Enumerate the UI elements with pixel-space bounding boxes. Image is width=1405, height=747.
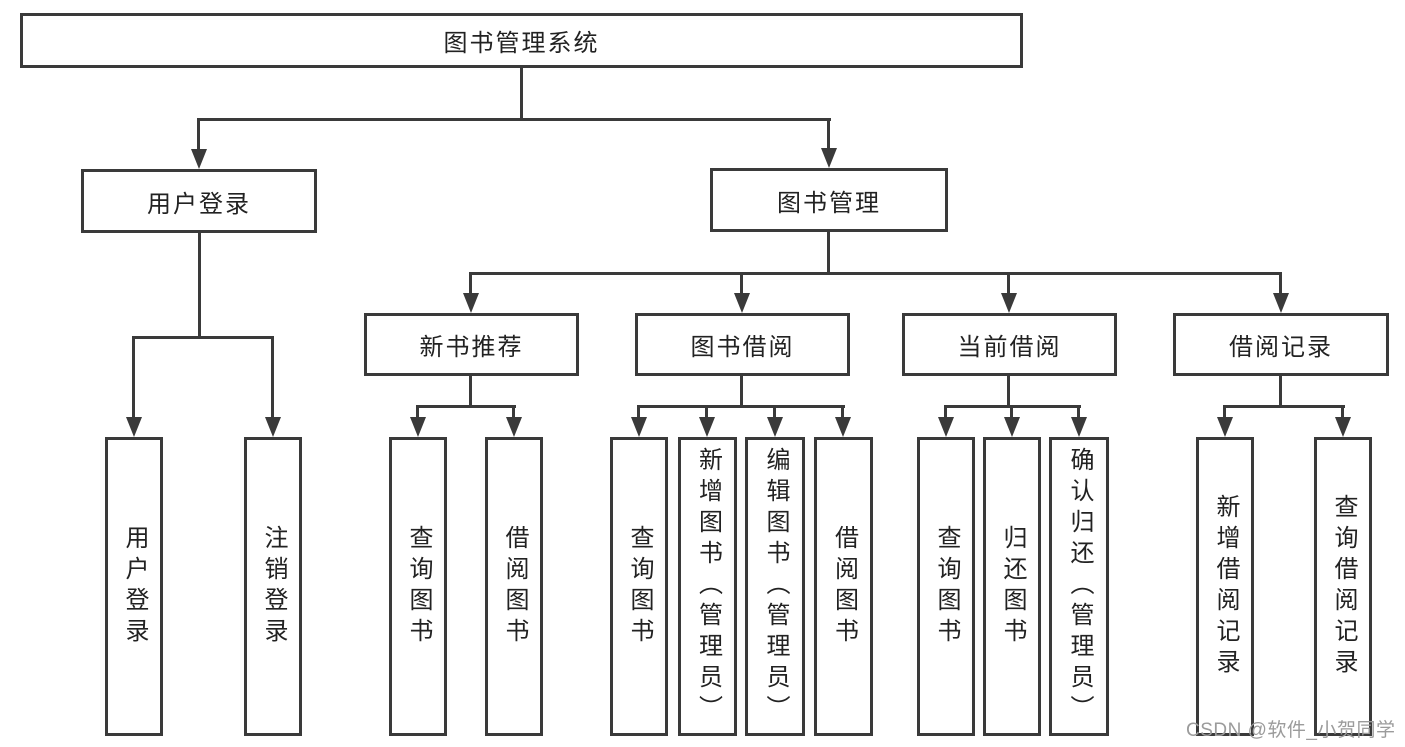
connector-shaft [512,405,515,419]
node-leaf-confirm-return-admin: 确认归还（管理员） [1049,437,1109,736]
node-leaf-return-books: 归还图书 [983,437,1041,736]
leaf-label: 用户登录 [121,524,148,649]
connector-newrec-branch [416,405,516,408]
node-book-borrowing: 图书借阅 [635,313,850,376]
connector-book-mgmt-feed [827,230,830,274]
node-leaf-add-books-admin: 新增图书（管理员） [678,437,737,736]
arrow-down [191,149,207,169]
node-leaf-query-borrow-record: 查询借阅记录 [1314,437,1372,736]
node-current-borrowing: 当前借阅 [902,313,1117,376]
leaf-label: 借阅图书 [501,524,528,649]
connector-shaft [827,118,830,152]
connector-shaft [416,405,419,419]
leaf-label: 查询图书 [405,524,432,649]
connector-root-feed [520,65,523,119]
connector-current-feed [1007,374,1010,407]
connector-shaft [841,405,844,419]
leaf-label: 新增借阅记录 [1212,493,1239,680]
node-user-login: 用户登录 [81,169,317,233]
node-book-management: 图书管理 [710,168,948,232]
arrow-down [1004,417,1020,437]
node-leaf-borrow-books: 借阅图书 [814,437,873,736]
arrow-down [1217,417,1233,437]
arrow-down [699,417,715,437]
leaf-label: 查询图书 [626,524,653,649]
leaf-label: 编辑图书（管理员） [762,447,789,726]
connector-user-login-feed [198,231,201,337]
connector-borrow-branch [637,405,845,408]
connector-records-feed [1279,374,1282,407]
connector-shaft [1341,405,1344,419]
arrow-down [835,417,851,437]
node-borrowing-records: 借阅记录 [1173,313,1389,376]
connector-borrow-feed [740,374,743,407]
arrow-down [1071,417,1087,437]
leaf-label: 借阅图书 [830,524,858,649]
connector-shaft [197,118,200,152]
leaf-label: 查询图书 [933,524,960,649]
connector-shaft [705,405,708,419]
node-leaf-borrow-books-newrec: 借阅图书 [485,437,543,736]
arrow-down [734,293,750,313]
connector-newrec-feed [469,374,472,407]
arrow-down [821,148,837,168]
node-leaf-query-books-borrow: 查询图书 [610,437,668,736]
leaf-label: 归还图书 [999,524,1026,649]
node-leaf-edit-books-admin: 编辑图书（管理员） [745,437,805,736]
node-root-library-system: 图书管理系统 [20,13,1023,68]
connector-shaft [944,405,947,419]
node-leaf-add-borrow-record: 新增借阅记录 [1196,437,1254,736]
arrow-down [1273,293,1289,313]
connector-shaft [637,405,640,419]
connector-shaft [1007,272,1010,296]
node-new-book-recommend: 新书推荐 [364,313,579,376]
arrow-down [126,417,142,437]
connector-shaft [132,336,135,418]
arrow-down [1001,293,1017,313]
arrow-down [631,417,647,437]
arrow-down [410,417,426,437]
watermark: CSDN @软件_小贺同学 [1186,720,1396,741]
connector-level3-branch [469,272,1282,275]
connector-records-branch [1223,405,1345,408]
connector-shaft [271,336,274,418]
arrow-down [1335,417,1351,437]
leaf-label: 新增图书（管理员） [694,447,722,726]
node-leaf-user-login: 用户登录 [105,437,163,736]
leaf-label: 注销登录 [260,524,287,649]
connector-user-login-branch [132,336,274,339]
arrow-down [938,417,954,437]
connector-shaft [1010,405,1013,419]
connector-shaft [1279,272,1282,296]
node-leaf-logout: 注销登录 [244,437,302,736]
node-leaf-query-books-current: 查询图书 [917,437,975,736]
connector-shaft [740,272,743,296]
connector-shaft [1077,405,1080,419]
leaf-label: 查询借阅记录 [1330,493,1357,680]
arrow-down [265,417,281,437]
connector-shaft [469,272,472,296]
leaf-label: 确认归还（管理员） [1066,447,1093,726]
connector-shaft [1223,405,1226,419]
arrow-down [506,417,522,437]
arrow-down [767,417,783,437]
connector-level2-branch [198,118,831,121]
arrow-down [463,293,479,313]
connector-shaft [773,405,776,419]
node-leaf-query-books-newrec: 查询图书 [389,437,447,736]
